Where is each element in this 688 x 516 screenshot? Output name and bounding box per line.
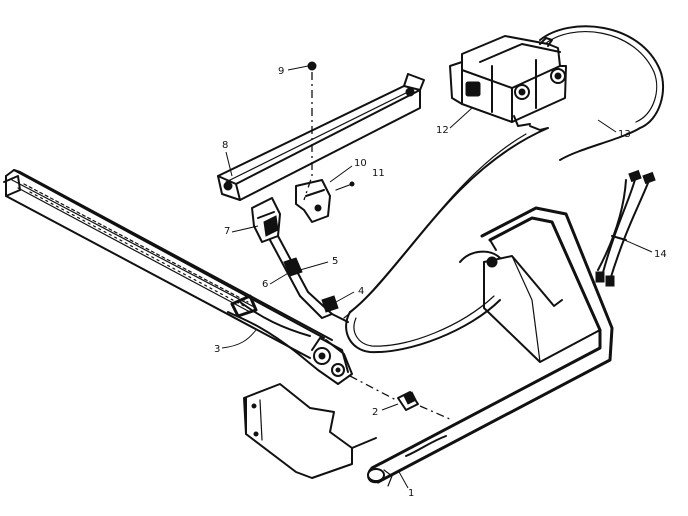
callout-9: 9 (278, 66, 284, 77)
pilot-assembly (251, 197, 349, 323)
callout-11: 11 (372, 168, 385, 179)
orifice (349, 375, 453, 421)
callout-7: 7 (224, 226, 230, 237)
pilot-tubing (343, 25, 665, 354)
screw (303, 61, 317, 201)
callouts: 1 2 3 4 5 6 7 8 9 10 11 12 13 14 (214, 65, 667, 499)
frame (243, 206, 614, 487)
callout-1: 1 (408, 488, 414, 499)
callout-3: 3 (214, 344, 220, 355)
burner-ports (23, 183, 249, 307)
burner (3, 169, 353, 385)
gas-valve (449, 35, 567, 127)
callout-5: 5 (332, 256, 338, 267)
callout-8: 8 (222, 140, 228, 151)
callout-4: 4 (358, 286, 364, 297)
callout-10: 10 (354, 158, 367, 169)
callout-12: 12 (436, 125, 449, 136)
callout-14: 14 (654, 249, 667, 260)
wire-harness (595, 169, 656, 287)
bracket (217, 73, 425, 201)
callout-6: 6 (262, 279, 268, 290)
callout-2: 2 (372, 407, 378, 418)
pilot-shield (295, 179, 355, 223)
callout-13: 13 (618, 129, 631, 140)
